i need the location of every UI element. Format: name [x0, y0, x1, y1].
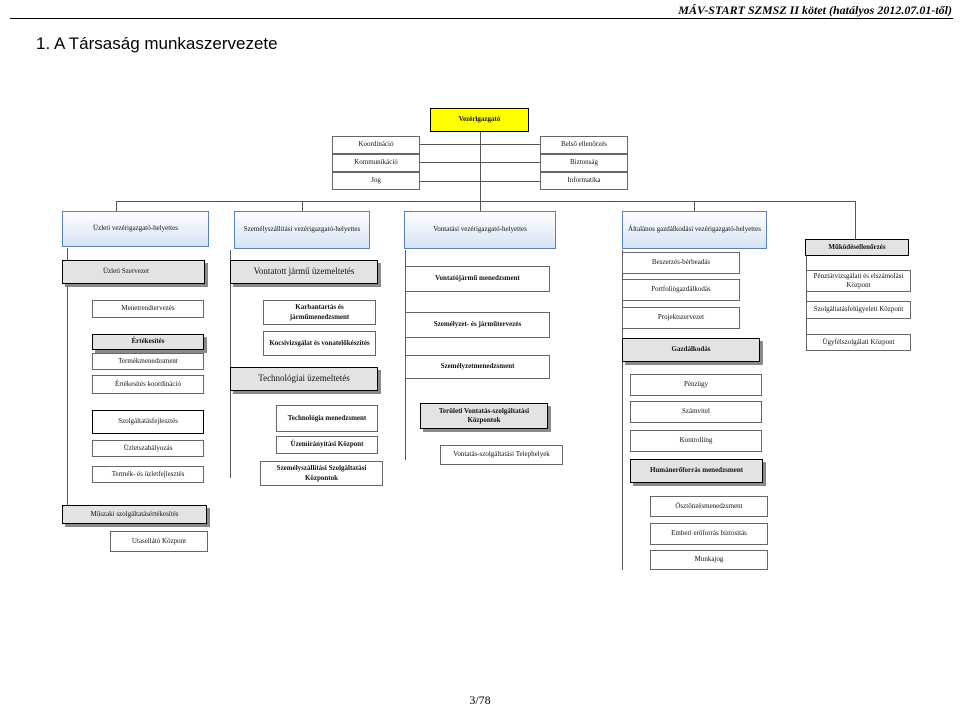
penztarvizsgalati-kozpont-box: Pénztárvizsgálati és elszámolási Központ	[806, 270, 911, 292]
connector-line	[622, 250, 623, 570]
connector-line	[116, 201, 117, 211]
technologiai-uzemeltetes-box: Technológiai üzemeltetés	[230, 367, 378, 391]
staff-box-kommunikacio: Kommunikáció	[332, 154, 420, 172]
connector-line	[420, 144, 540, 145]
connector-line	[480, 201, 481, 211]
deputy-box-vontatasi: Vontatási vezérigazgató-helyettes	[404, 211, 556, 249]
connector-line	[694, 201, 695, 211]
szolgaltatasfelugyeleti-kozpont-box: Szolgáltatásfelügyeleti Központ	[806, 301, 911, 319]
termek-es-uzletfejlesztes-box: Termék- és üzletfejlesztés	[92, 466, 204, 483]
szemelyszallitasi-szolgaltatasi-kozpontok-box: Személyszállítási Szolgáltatási Központo…	[260, 461, 383, 486]
staff-box-belso-ellenorzes: Belső ellenőrzés	[540, 136, 628, 154]
projektszervezet-box: Projektszervezet	[622, 307, 740, 329]
connector-line	[480, 191, 481, 207]
ertekesites-box: Értékesítés	[92, 334, 204, 350]
szamvitel-box: Számvitel	[630, 401, 762, 423]
connector-line	[420, 162, 540, 163]
termekmenedzsment-box: Termékmenedzsment	[92, 353, 204, 370]
vontatott-jarmu-uzemeltetes-box: Vontatott jármű üzemeltetés	[230, 260, 378, 284]
humaneroforras-menedzsment-box: Humánerőforrás menedzsment	[630, 459, 763, 483]
connector-line	[116, 201, 855, 202]
connector-line	[806, 256, 807, 344]
portfoliogazdalkodas-box: Portfoliógazdálkodás	[622, 279, 740, 301]
osztonzesmenedzsment-box: Ösztönzésmenedzsment	[650, 496, 768, 517]
header-divider	[10, 18, 953, 19]
deputy-box-altalanos-gazdalkodasi: Általános gazdálkodási vezérigazgató-hel…	[622, 211, 767, 249]
connector-line	[855, 201, 856, 239]
utasellato-kozpont-box: Utasellátó Központ	[110, 531, 208, 552]
muszaki-szolgaltatasertekesites-box: Műszaki szolgáltatásértékesítés	[62, 505, 207, 524]
penzugy-box: Pénzügy	[630, 374, 762, 396]
technologia-menedzsment-box: Technológia menedzsment	[276, 405, 378, 432]
staff-box-jog: Jog	[332, 172, 420, 190]
szolgaltatasfejlesztes-box: Szolgáltatásfejlesztés	[92, 410, 204, 434]
ugyfelszolgalati-kozpont-box: Ügyfélszolgálati Központ	[806, 334, 911, 351]
kontrolling-box: Kontrolling	[630, 430, 762, 452]
deputy-box-uzleti: Üzleti vezérigazgató-helyettes	[62, 211, 209, 247]
staff-box-koordinacio: Koordináció	[332, 136, 420, 154]
connector-line	[420, 181, 540, 182]
page-number: 3/78	[469, 693, 491, 707]
teruleti-vontatas-szolgaltatasi-kozpontok-box: Területi Vontatás-szolgáltatási Központo…	[420, 403, 548, 429]
connector-line	[67, 248, 68, 516]
vontatojarmu-menedzsment-box: Vontatójármű menedzsment	[405, 266, 550, 292]
kocsivizsgalat-es-vonateloeszites-box: Kocsivizsgálat és vonatelőkészítés	[263, 331, 376, 356]
gazdalkodas-box: Gazdálkodás	[622, 338, 760, 362]
szemelyzetmenedzsment-box: Személyzetmenedzsment	[405, 355, 550, 379]
beszerzes-berbeadas-box: Beszerzés-bérbeadás	[622, 252, 740, 274]
karbantartas-es-jarmumenedzsment-box: Karbantartás és járműmenedzsment	[263, 300, 376, 325]
ceo-box: Vezérigazgató	[430, 108, 529, 132]
emberi-eroforras-biztositas-box: Emberi erőforrás biztosítás	[650, 523, 768, 545]
connector-line	[480, 132, 481, 191]
uzleti-szervezet-box: Üzleti Szervezet	[62, 260, 205, 284]
connector-line	[302, 201, 303, 211]
connector-line	[230, 250, 231, 478]
page-title: 1. A Társaság munkaszervezete	[36, 34, 278, 53]
uzletszabalyozas-box: Üzletszabályozás	[92, 440, 204, 457]
szemelyzet-es-jarmutervezes-box: Személyzet- és járműtervezés	[405, 312, 550, 338]
document-header: MÁV-START SZMSZ II kötet (hatályos 2012.…	[678, 3, 952, 17]
deputy-box-szemelyszallitasi: Személyszállítási vezérigazgató-helyette…	[234, 211, 370, 249]
ertekesites-koordinacio-box: Értékesítés koordináció	[92, 375, 204, 394]
uzemiranyitasi-kozpont-box: Üzemirányítási Központ	[276, 436, 378, 454]
mukodesellenorzes-box: Működésellenőrzés	[805, 239, 909, 256]
vontatas-szolgaltatasi-telephelyek-box: Vontatás-szolgáltatási Telephelyek	[440, 445, 563, 465]
staff-box-informatika: Informatika	[540, 172, 628, 190]
menetrendtervezes-box: Menetrendtervezés	[92, 300, 204, 318]
staff-box-biztonsag: Biztonság	[540, 154, 628, 172]
munkajog-box: Munkajog	[650, 550, 768, 570]
